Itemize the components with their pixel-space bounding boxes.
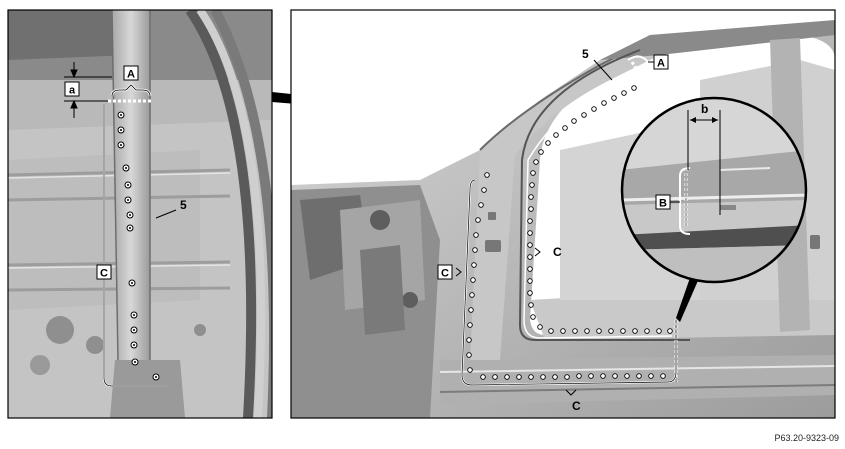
svg-text:B: B: [659, 198, 667, 210]
label-a-box-left: A: [123, 65, 139, 81]
label-a-box-right: A: [653, 54, 669, 70]
svg-text:A: A: [657, 58, 665, 70]
label-c-box-left: C: [96, 264, 112, 280]
svg-text:a: a: [69, 85, 76, 97]
left-panel-frame: [7, 9, 273, 419]
left-detail-panel: A a C 5: [7, 9, 273, 419]
right-overview-panel: 5 A C C C B b: [290, 9, 836, 419]
dimension-a-marker: [64, 62, 112, 118]
label-c-windshield-frame: C: [553, 245, 562, 259]
svg-text:C: C: [441, 268, 449, 280]
label-part-5-right: 5: [582, 47, 589, 61]
label-b-box: B: [655, 194, 671, 210]
label-dimension-a: a: [64, 81, 80, 97]
label-dimension-b: b: [701, 102, 708, 116]
label-c-box-right-a-pillar: C: [437, 264, 453, 280]
weld-points-right: [466, 85, 673, 380]
label-part-5-left: 5: [180, 198, 187, 212]
label-c-sill: C: [572, 399, 581, 413]
document-id: P63.20-9323-09: [774, 433, 839, 443]
right-panel-frame: [290, 9, 836, 419]
svg-text:C: C: [100, 268, 108, 280]
svg-text:A: A: [127, 69, 135, 81]
